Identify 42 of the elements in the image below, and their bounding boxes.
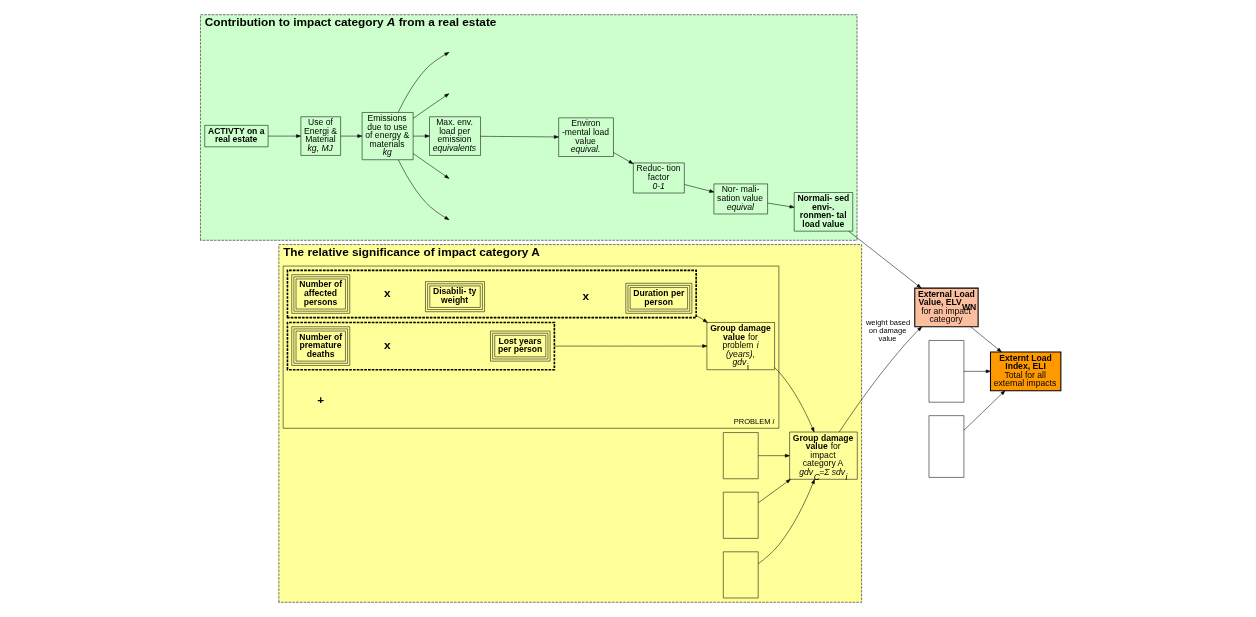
node-box <box>928 415 964 478</box>
node-box: Nor- mali- sation value equival <box>713 183 768 215</box>
arrow <box>757 479 791 504</box>
arrow <box>757 453 790 458</box>
node-box: Normali- sed envi-. ronmen- tal load value <box>793 192 853 232</box>
arrow <box>969 326 1002 353</box>
arrow <box>963 390 1005 431</box>
label: x <box>383 337 391 352</box>
arrow <box>695 315 708 323</box>
node-box <box>722 432 758 480</box>
arrow <box>838 326 922 433</box>
arrow <box>397 159 449 220</box>
arrow <box>339 134 362 138</box>
cluster <box>286 269 697 319</box>
arrow <box>479 135 559 139</box>
node-box: ACTIVTY on a real estate <box>203 125 268 148</box>
arrow <box>963 369 991 374</box>
node-box: Max. env. load per emission equivalents <box>428 116 481 156</box>
arrow <box>767 202 794 209</box>
node-box <box>722 551 758 599</box>
arrow <box>612 152 633 164</box>
arrow <box>757 479 815 565</box>
node-box <box>722 491 758 539</box>
arrow <box>773 367 814 433</box>
node-box: Use of Energi & Material kg, MJ <box>300 116 341 156</box>
arrow <box>412 153 449 179</box>
node-box <box>928 340 964 403</box>
label: + <box>316 393 324 408</box>
node-box: Environ -mental load value equival. <box>557 117 614 157</box>
node-box: Emissions due to use of energy & materials kg <box>361 112 413 160</box>
arrow <box>267 134 301 138</box>
cluster <box>286 321 555 371</box>
arrow <box>412 134 430 138</box>
arrow <box>847 230 921 289</box>
node-box: Reduc- tion factor 0-1 <box>632 162 685 194</box>
arrow <box>412 93 449 119</box>
arrow <box>683 184 714 193</box>
arrow <box>397 52 449 113</box>
node-box: Externt Load Index, ELI Total for all external impacts <box>989 351 1061 392</box>
label: x <box>582 289 589 304</box>
label: x <box>383 286 391 301</box>
arrow <box>553 344 707 348</box>
